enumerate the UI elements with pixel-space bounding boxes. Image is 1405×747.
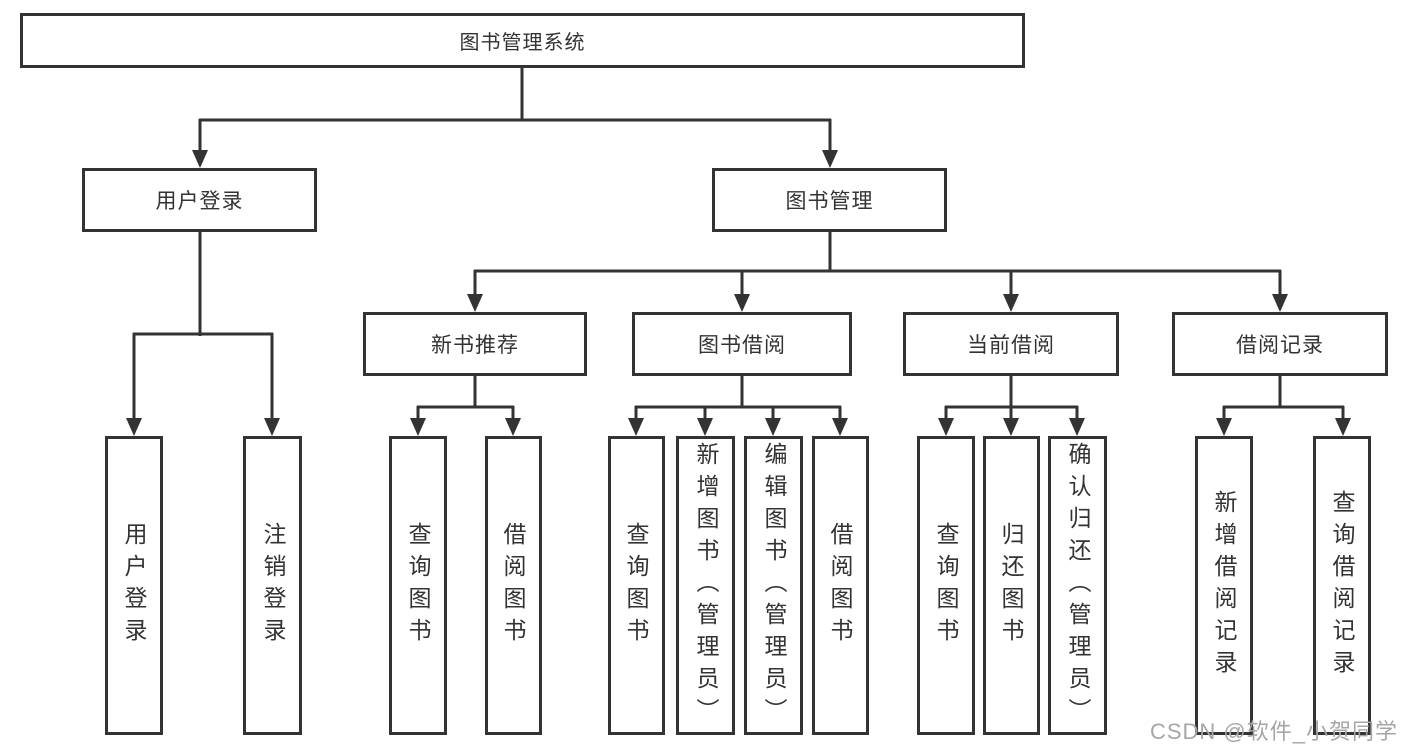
node-book-borrow: 图书借阅: [632, 312, 852, 376]
connector-lines: [132, 68, 1345, 419]
leaf-bb-add-books-admin: 新增图书（管理员）: [676, 436, 735, 735]
node-user-login-group: 用户登录: [82, 168, 317, 232]
leaf-nbr-borrow-books: 借阅图书: [485, 436, 542, 735]
leaf-cb-query-books: 查询图书: [917, 436, 975, 735]
node-new-book-recommend: 新书推荐: [363, 312, 587, 376]
leaf-user-login: 用户登录: [105, 436, 163, 735]
leaf-cb-confirm-return-admin: 确认归还（管理员）: [1048, 436, 1107, 735]
node-current-borrow: 当前借阅: [903, 312, 1119, 376]
leaf-br-query-record: 查询借阅记录: [1313, 436, 1371, 735]
leaf-bb-query-books: 查询图书: [608, 436, 665, 735]
leaf-bb-borrow-books: 借阅图书: [812, 436, 869, 735]
node-book-management-group: 图书管理: [712, 168, 947, 232]
node-borrow-records: 借阅记录: [1172, 312, 1388, 376]
leaf-bb-edit-books-admin: 编辑图书（管理员）: [744, 436, 803, 735]
leaf-logout: 注销登录: [243, 436, 302, 735]
leaf-cb-return-books: 归还图书: [983, 436, 1040, 735]
leaf-br-add-record: 新增借阅记录: [1195, 436, 1253, 735]
csdn-watermark: CSDN @软件_小贺同学: [1149, 719, 1398, 744]
leaf-nbr-query-books: 查询图书: [389, 436, 447, 735]
node-root: 图书管理系统: [20, 13, 1025, 68]
